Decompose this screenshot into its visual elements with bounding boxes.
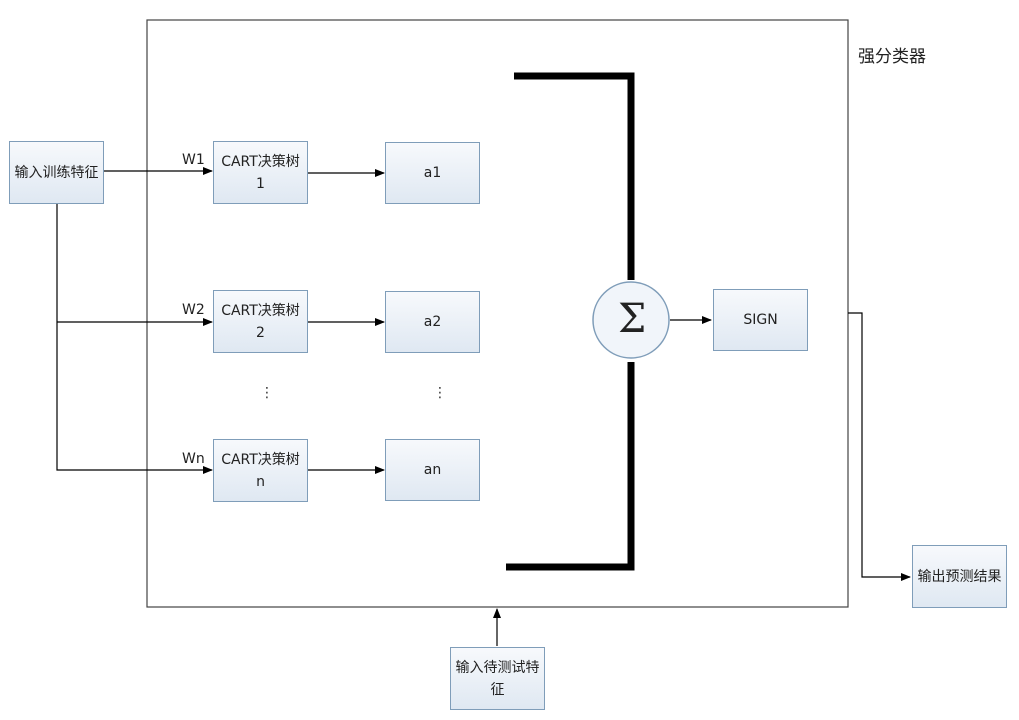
alpha-ellipsis: ⋮ bbox=[433, 385, 447, 401]
alpha-n-box: an bbox=[385, 439, 480, 501]
output-prediction-box: 输出预测结果 bbox=[912, 545, 1007, 608]
input-test-features-box: 输入待测试特征 bbox=[450, 647, 545, 710]
weight-label-n: Wn bbox=[182, 451, 205, 467]
cart-tree-n-box: CART决策树n bbox=[213, 439, 308, 502]
weight-label-2: W2 bbox=[182, 302, 205, 318]
alpha-1-box: a1 bbox=[385, 142, 480, 204]
input-train-features-box: 输入训练特征 bbox=[9, 141, 104, 204]
summation-node bbox=[592, 281, 670, 359]
weight-label-1: W1 bbox=[182, 152, 205, 168]
cart-tree-1-box: CART决策树1 bbox=[213, 141, 308, 204]
alpha-2-box: a2 bbox=[385, 291, 480, 353]
summation-bracket-top bbox=[514, 72, 635, 280]
connector-input-trunk bbox=[56, 204, 213, 474]
sign-box: SIGN bbox=[713, 289, 808, 351]
tree-ellipsis: ⋮ bbox=[260, 385, 274, 401]
strong-classifier-label: 强分类器 bbox=[858, 47, 926, 67]
cart-tree-2-box: CART决策树2 bbox=[213, 290, 308, 353]
summation-bracket-bottom bbox=[506, 362, 635, 571]
sigma-symbol: Σ bbox=[618, 296, 647, 342]
connector-to-output bbox=[848, 312, 911, 581]
